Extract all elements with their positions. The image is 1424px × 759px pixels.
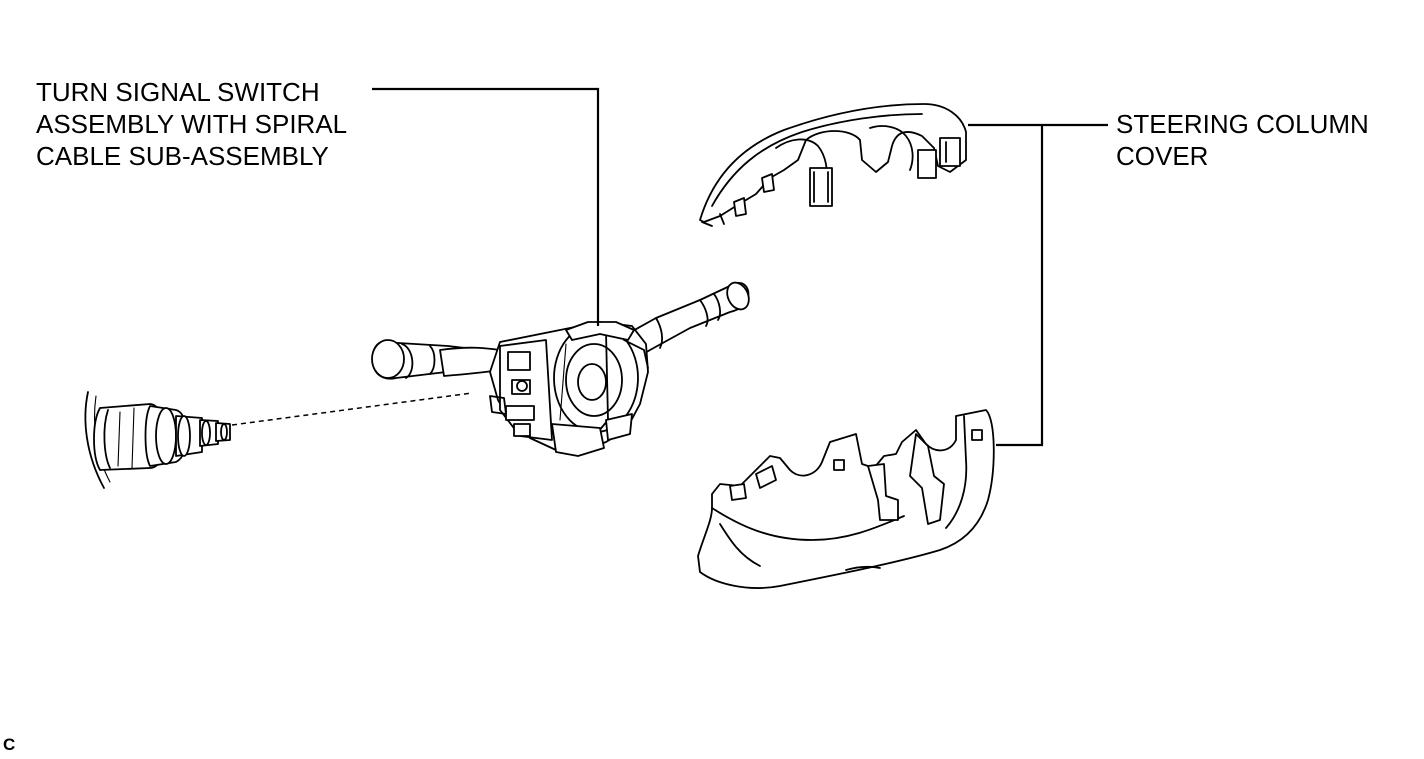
label-line: CABLE SUB-ASSEMBLY — [36, 141, 329, 171]
label-line: ASSEMBLY WITH SPIRAL — [36, 109, 348, 139]
label-line: COVER — [1116, 141, 1209, 171]
label-line: STEERING COLUMN — [1116, 109, 1369, 139]
leader-lines — [372, 87, 1108, 447]
lower-column-cover — [697, 409, 995, 589]
leader-switch-assembly — [372, 87, 600, 326]
label-turn-signal-switch: TURN SIGNAL SWITCH ASSEMBLY WITH SPIRAL … — [36, 76, 347, 172]
upper-column-cover — [699, 103, 967, 227]
install-path-line — [231, 392, 473, 426]
label-line: TURN SIGNAL SWITCH — [36, 77, 320, 107]
figure-code: C — [3, 735, 16, 754]
leader-cover-lower — [996, 125, 1044, 447]
label-steering-column-cover: STEERING COLUMN COVER — [1116, 108, 1369, 172]
turn-signal-switch-assembly — [371, 281, 750, 457]
steering-shaft — [84, 391, 231, 489]
